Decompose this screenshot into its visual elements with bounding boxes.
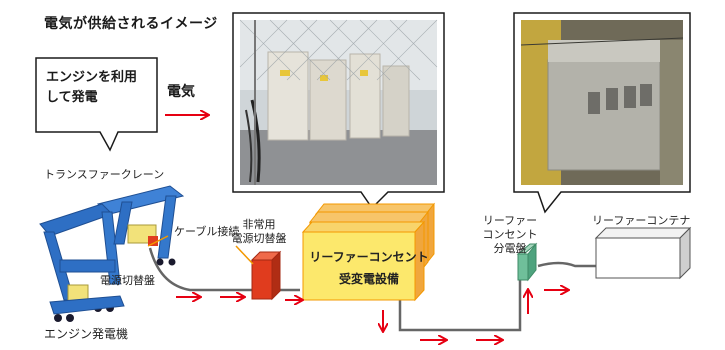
electricity-label: 電気: [167, 84, 195, 100]
panel-label: リーファー コンセント 分電盤: [474, 214, 546, 256]
panel-photo: [520, 20, 684, 185]
reefer-container: [594, 226, 692, 280]
speech-bubble: [35, 57, 158, 152]
crane-label: トランスファークレーン: [44, 168, 165, 181]
diagram-title: 電気が供給されるイメージ: [44, 16, 218, 32]
substation-photo: [239, 19, 438, 185]
speech-line-1: エンジンを利用: [46, 70, 138, 85]
substation-label: リーファーコンセント 受変電設備: [306, 246, 432, 290]
panel-line-2: コンセント: [482, 228, 538, 241]
generator-label: エンジン発電機: [44, 327, 129, 341]
emergency-line-2: 電源切替盤: [231, 232, 287, 245]
emergency-leader: [235, 245, 254, 265]
emergency-switchboard: [250, 250, 282, 301]
emergency-line-1: 非常用: [242, 218, 276, 231]
speech-line-2: して発電: [46, 90, 98, 105]
container-cable: [537, 261, 598, 268]
panel-line-1: リーファー: [482, 214, 538, 227]
emergency-switch-label: 非常用 電源切替盤: [229, 218, 289, 246]
substation-line-2: 受変電設備: [338, 272, 399, 286]
substation-equipment: [301, 202, 436, 302]
flow-arrows: [176, 290, 568, 340]
panel-line-3: 分電盤: [493, 242, 527, 255]
power-cable: [148, 247, 522, 332]
power-switch-label: 電源切替盤: [100, 274, 155, 287]
cable-connection-leader: [147, 235, 169, 247]
speech-bubble-text: エンジンを利用 して発電: [46, 68, 146, 108]
cable-connection-label: ケーブル接続: [174, 225, 240, 238]
transfer-crane: [39, 185, 185, 322]
substation-line-1: リーファーコンセント: [309, 250, 429, 264]
container-label: リーファーコンテナ: [592, 214, 691, 227]
distribution-panel: [516, 242, 538, 282]
